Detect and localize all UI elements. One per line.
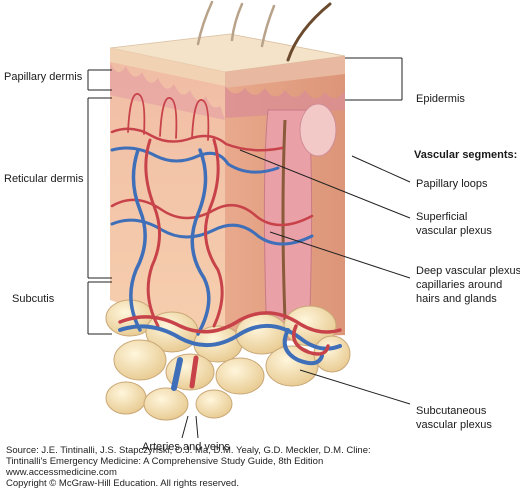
vein-superficial-plexus: [110, 146, 280, 174]
fat-lobule: [113, 339, 167, 381]
vein-deep-plexus: [110, 218, 314, 246]
hair-main: [286, 2, 332, 62]
hair-3: [260, 4, 276, 48]
label-subcutaneous-line1: Subcutaneous: [416, 405, 487, 417]
vein-subcutaneous-plexus: [118, 323, 342, 351]
leader-superficial: [239, 149, 411, 219]
skin-block: [109, 33, 346, 341]
label-deep-line1: Deep vascular plexus: [416, 265, 520, 277]
label-deep-line2: capillaries around: [416, 279, 503, 291]
bracket-epidermis: [345, 57, 403, 101]
label-subcutaneous-line2: vascular plexus: [416, 419, 492, 431]
bracket-subcutis: [87, 281, 112, 335]
fat-lobule: [143, 387, 189, 421]
artery-stem: [189, 355, 199, 389]
artery-deep-plexus: [110, 198, 314, 227]
artery-papillary-loops: [127, 93, 210, 141]
vein-follicle: [282, 328, 324, 366]
label-reticular-dermis: Reticular dermis: [4, 173, 84, 185]
label-deep-line3: hairs and glands: [416, 293, 497, 305]
hairs: [196, 0, 332, 62]
leader-lines: [87, 57, 411, 439]
artery-connecting-left: [144, 138, 161, 328]
credit-copyright: Copyright © McGraw-Hill Education. All r…: [6, 478, 239, 489]
bracket-papillary-dermis: [87, 69, 112, 91]
bracket-reticular-dermis: [87, 97, 112, 279]
fat-lobule: [215, 357, 265, 395]
epidermis-front-band: [110, 48, 225, 86]
sebaceous-gland: [299, 103, 337, 157]
credit-website: www.accessmedicine.com: [6, 467, 117, 478]
credit-source: Source: J.E. Tintinalli, J.S. Stapczynsk…: [6, 445, 371, 456]
leader-arteries-veins: [181, 415, 199, 439]
hair-shaft-inner: [281, 119, 287, 321]
leader-subcutaneous: [299, 369, 411, 405]
label-superficial-line2: vascular plexus: [416, 225, 492, 237]
artery-subcutaneous-plexus: [118, 311, 342, 334]
label-subcutis: Subcutis: [12, 293, 55, 305]
vein-connecting-center: [190, 148, 211, 336]
label-epidermis: Epidermis: [416, 93, 465, 105]
fat-lobule: [195, 389, 233, 419]
hair-1: [196, 0, 214, 46]
label-superficial-line1: Superficial: [416, 211, 468, 223]
label-vascular-segments: Vascular segments:: [414, 149, 518, 161]
label-papillary-dermis: Papillary dermis: [4, 71, 83, 83]
fat-lobule: [105, 381, 147, 415]
label-arteries-veins: Arteries and veins: [142, 441, 231, 453]
label-papillary-loops: Papillary loops: [416, 178, 488, 190]
vessels: [110, 93, 342, 391]
epidermis-side-band: [225, 56, 345, 88]
artery-connecting-center: [204, 138, 224, 328]
credit-book: Tintinalli's Emergency Medicine: A Compr…: [6, 456, 324, 467]
artery-follicle: [292, 324, 330, 356]
leader-papillary-loops: [351, 155, 411, 183]
leader-deep: [269, 231, 411, 279]
hair-2: [230, 2, 244, 42]
vein-connecting-left: [129, 148, 147, 332]
vein-stem: [171, 357, 183, 391]
